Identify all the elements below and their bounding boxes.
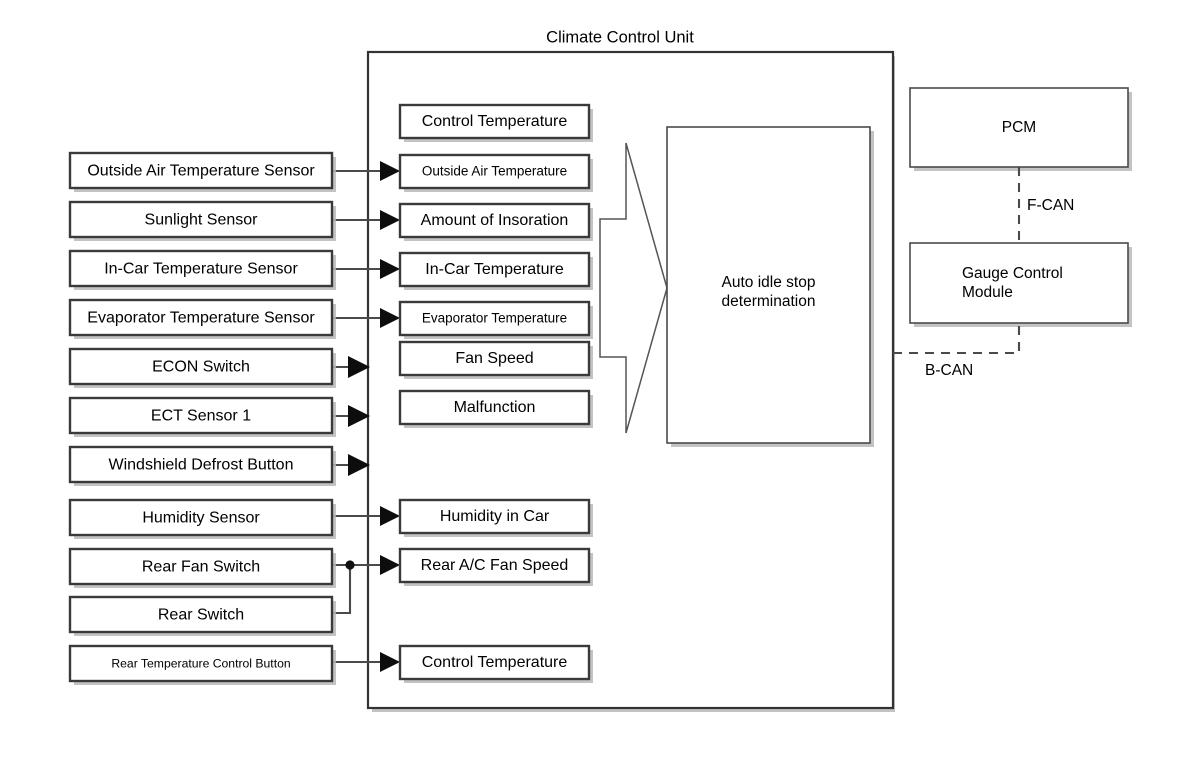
arrowhead-rear-fan-speed [380,555,400,575]
signal-aggregation-funnel-icon [599,142,668,434]
input-label-ect-sensor-1: ECT Sensor 1 [151,408,251,425]
input-label-outside-air-temperature-sensor: Outside Air Temperature Sensor [87,163,315,180]
signal-label-rear-ac-fan-speed: Rear A/C Fan Speed [421,557,569,574]
input-label-evaporator-temperature-sensor: Evaporator Temperature Sensor [87,310,315,327]
signal-label-amount-of-insoration: Amount of Insoration [421,212,569,229]
input-box-in-car-temperature-sensor[interactable] [68,249,334,288]
arrowhead-evaporator-temp [380,308,400,328]
input-label-rear-fan-switch: Rear Fan Switch [142,559,260,576]
signal-box-control-temperature-rear[interactable] [398,644,591,681]
input-box-rear-fan-switch[interactable] [68,547,334,586]
input-box-outside-air-temperature-sensor[interactable] [68,151,334,190]
module-label-pcm: PCM [1002,119,1036,136]
input-label-windshield-defrost-button: Windshield Defrost Button [109,457,294,474]
signal-box-amount-of-insoration[interactable] [398,202,591,239]
input-box-econ-switch[interactable] [68,347,334,386]
auto-idle-stop-determination-box[interactable] [666,126,871,444]
diagram-title: Climate Control Unit [546,28,694,46]
signal-box-in-car-temperature[interactable] [398,251,591,288]
input-label-sunlight-sensor: Sunlight Sensor [145,212,259,229]
input-box-rear-switch[interactable] [68,595,334,634]
input-label-humidity-sensor: Humidity Sensor [142,510,260,527]
signal-label-fan-speed: Fan Speed [455,350,533,367]
signal-label-evaporator-temperature: Evaporator Temperature [422,311,567,326]
input-box-humidity-sensor[interactable] [68,498,334,537]
arrowhead-sunlight [380,210,400,230]
signal-label-control-temperature-front: Control Temperature [422,113,568,130]
processor-label-line-1: Auto idle stop [722,274,816,291]
bus-line-b-can [893,323,1021,355]
arrowhead-humidity [380,506,400,526]
signal-box-control-temperature-front[interactable] [398,103,591,140]
arrowhead-econ-switch [348,356,370,378]
signal-label-in-car-temperature: In-Car Temperature [425,261,564,278]
module-label-gauge-control-module-line-1: Gauge Control [962,265,1063,282]
input-box-evaporator-temperature-sensor[interactable] [68,298,334,337]
signal-box-evaporator-temperature[interactable] [398,300,591,337]
arrowhead-rear-temp-control [380,652,400,672]
signal-box-outside-air-temperature[interactable] [398,153,591,190]
input-label-rear-temperature-control-button: Rear Temperature Control Button [111,657,290,671]
arrowhead-defrost-button [348,454,370,476]
signal-box-group: Control Temperature Outside Air Temperat… [398,103,593,683]
arrowhead-in-car-temp [380,259,400,279]
input-box-rear-temperature-control-button[interactable] [68,644,334,683]
module-box-gauge-control-module[interactable] [909,242,1129,324]
arrowhead-outside-air-temp [380,161,400,181]
input-label-rear-switch: Rear Switch [158,607,244,624]
module-box-pcm[interactable] [909,87,1129,168]
wire-rear-switch [332,565,352,615]
arrowhead-ect-sensor [348,405,370,427]
input-box-ect-sensor-1[interactable] [68,396,334,435]
processor-label-line-2: determination [722,293,816,310]
bus-label-f-can: F-CAN [1027,197,1074,214]
signal-box-humidity-in-car[interactable] [398,498,591,535]
input-label-econ-switch: ECON Switch [152,359,250,376]
signal-label-malfunction: Malfunction [454,399,536,416]
signal-label-control-temperature-rear: Control Temperature [422,654,568,671]
input-box-windshield-defrost-button[interactable] [68,445,334,484]
input-label-in-car-temperature-sensor: In-Car Temperature Sensor [104,261,298,278]
signal-box-malfunction[interactable] [398,389,591,426]
module-label-gauge-control-module-line-2: Module [962,284,1013,301]
signal-label-humidity-in-car: Humidity in Car [440,508,550,525]
input-box-sunlight-sensor[interactable] [68,200,334,239]
input-box-group: Outside Air Temperature Sensor Sunlight … [68,151,336,685]
junction-dot-rear-switches [345,560,355,570]
signal-label-outside-air-temperature: Outside Air Temperature [422,164,567,179]
signal-box-fan-speed[interactable] [398,340,591,377]
bus-label-b-can: B-CAN [925,362,973,379]
signal-box-rear-ac-fan-speed[interactable] [398,547,591,584]
